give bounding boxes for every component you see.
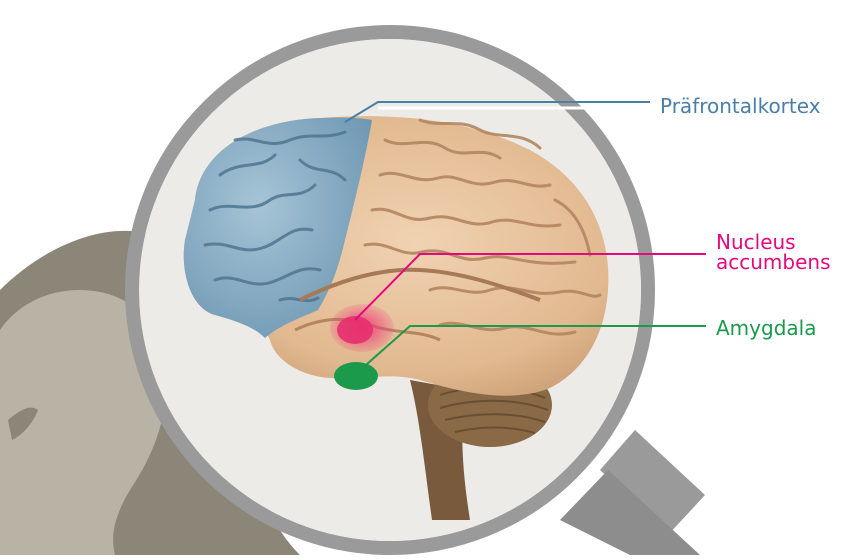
label-nucleus-line1: Nucleus — [716, 232, 831, 252]
label-prefrontal-cortex: Präfrontalkortex — [660, 96, 821, 116]
label-nucleus-line2: accumbens — [716, 252, 831, 272]
amygdala-region — [334, 362, 378, 390]
label-nucleus-accumbens: Nucleus accumbens — [716, 232, 831, 272]
label-amygdala-text: Amygdala — [716, 318, 816, 338]
label-prefrontal-text: Präfrontalkortex — [660, 96, 821, 116]
label-amygdala: Amygdala — [716, 318, 816, 338]
